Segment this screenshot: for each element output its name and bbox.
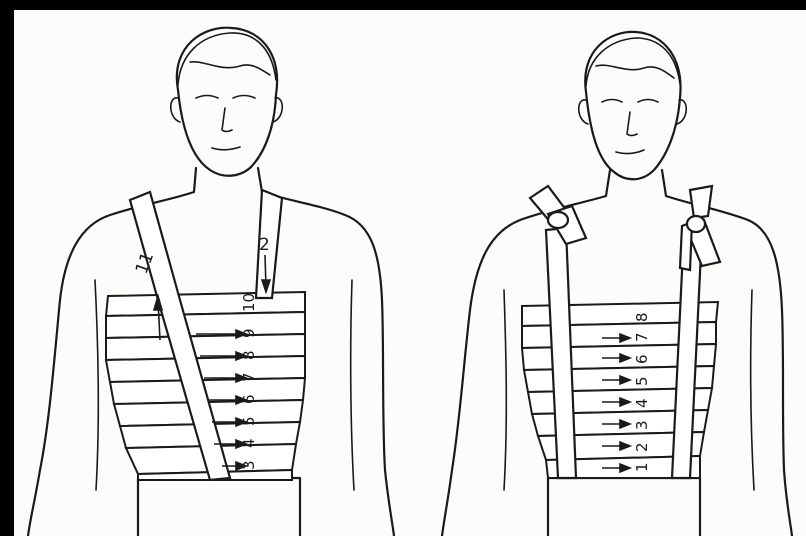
- right-turn-number: 5: [633, 376, 651, 386]
- left-pants: [138, 478, 300, 536]
- right-right-knot: [680, 186, 720, 270]
- right-turn-number: 8: [633, 312, 651, 322]
- right-turn-number: 1: [633, 462, 651, 472]
- right-turn-number: 3: [633, 420, 651, 430]
- left-strap-label-top: 2: [259, 235, 270, 255]
- left-turn-number: 10: [240, 293, 258, 312]
- right-turn-number: 6: [633, 354, 651, 364]
- right-face: [602, 100, 658, 154]
- right-turn-number: 7: [633, 332, 651, 342]
- left-figure: 2 11 3 4 5 6 7 8 9 10: [28, 28, 394, 536]
- right-figure: 1 2 3 4 5 6 7 8: [442, 32, 792, 536]
- right-turn-number: 2: [633, 442, 651, 452]
- right-turn-number: 4: [633, 398, 651, 408]
- right-pants: [548, 478, 700, 536]
- left-face: [196, 96, 255, 150]
